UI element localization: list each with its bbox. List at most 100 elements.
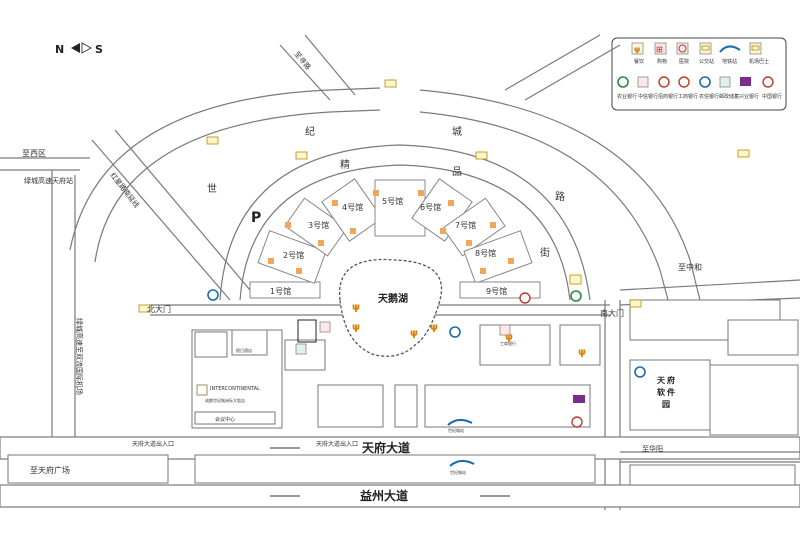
dining-icon-1: ψ bbox=[352, 302, 360, 313]
cib-icon-south bbox=[573, 395, 585, 403]
hall-4[interactable] bbox=[321, 178, 383, 242]
software-park-char-2: 府 bbox=[667, 375, 675, 385]
hall-7[interactable] bbox=[442, 197, 506, 257]
hall-9[interactable] bbox=[459, 281, 541, 299]
compass-arrow-outline-icon bbox=[81, 42, 92, 54]
boc-bank-icon bbox=[762, 76, 774, 88]
legend-abc-label: 农业银行 bbox=[617, 93, 637, 100]
cmb-icon-center bbox=[519, 292, 531, 304]
software-park-char-5: 园 bbox=[662, 400, 670, 409]
road-yizhou-avenue: 益州大道 bbox=[360, 488, 408, 503]
arch-gate-icon bbox=[297, 319, 317, 343]
hall-3[interactable] bbox=[284, 197, 348, 257]
dining-icon-2: ψ bbox=[352, 322, 360, 333]
software-park-char-4: 件 bbox=[667, 387, 675, 397]
road-airport: 绿城高速至双流国际机场 bbox=[75, 318, 84, 395]
shopping-cart-glyph: ⊞ bbox=[656, 45, 663, 54]
lake-label: 天鹅湖 bbox=[378, 292, 408, 305]
shopping-cart-icon bbox=[654, 42, 667, 55]
hall-6-label: 6号馆 bbox=[420, 202, 441, 212]
road-char-ji: 纪 bbox=[305, 126, 315, 138]
legend-hospital-label: 医院 bbox=[679, 58, 689, 65]
legend-bus-label: 公交站 bbox=[699, 58, 714, 65]
legend-dining-label: 餐饮 bbox=[634, 58, 644, 65]
bus-stop-icon-8 bbox=[569, 274, 582, 285]
bus-stop-icon-1 bbox=[384, 79, 397, 88]
software-park: 天 府 软 件 园 bbox=[629, 359, 711, 431]
road-char-pin: 品 bbox=[452, 166, 462, 178]
intercontinental-cn: 成都世纪城洲际大饭店 bbox=[205, 397, 245, 403]
subway-label-2: 世纪城站 bbox=[450, 469, 466, 475]
icbc-bank-icon bbox=[678, 76, 690, 88]
hall-2-label: 2号馆 bbox=[283, 250, 304, 260]
bank-label-center: 工商银行 bbox=[500, 340, 516, 346]
bus-stop-icon-4 bbox=[475, 151, 488, 160]
hospital-icon bbox=[676, 42, 689, 55]
bus-stop-icon-3 bbox=[295, 151, 308, 160]
road-network bbox=[0, 34, 800, 510]
tianfu-entrance-1: 天府大道出入口 bbox=[132, 440, 174, 448]
road-char-jing: 精 bbox=[340, 158, 350, 171]
poi-icons: 工商银行 世纪城站 世纪城站 P ψ ψ ψ ψ ψ ψ bbox=[138, 79, 750, 475]
dining-icon-6: ψ bbox=[578, 347, 586, 358]
road-char-cheng: 城 bbox=[452, 126, 462, 138]
subway-icon-2 bbox=[449, 460, 475, 467]
subway-icon-1 bbox=[447, 419, 473, 426]
subway-label-1: 世纪城站 bbox=[448, 427, 464, 433]
boc-icon-south bbox=[571, 416, 583, 428]
citic-icon-center bbox=[499, 324, 511, 336]
bus-stop-icon bbox=[699, 42, 712, 55]
hall-1-label: 1号馆 bbox=[270, 286, 291, 296]
tianfu-entrance-2: 天府大道出入口 bbox=[316, 440, 358, 448]
citic-bank-icon bbox=[637, 76, 649, 88]
road-char-lu: 路 bbox=[555, 190, 565, 203]
road-labels: 至寻路 纪 城 世 路 精 品 街 红星路南延线 至西区 绿城高速天府站 至中和… bbox=[22, 50, 702, 503]
fork-knife-glyph: ψ bbox=[634, 45, 640, 54]
bus-stop-icon-2 bbox=[206, 136, 219, 145]
legend-subway-label: 地铁站 bbox=[722, 58, 737, 65]
bank-icon-north bbox=[207, 289, 219, 301]
hall-5-label: 5号馆 bbox=[382, 196, 403, 206]
airport-bus-icon bbox=[749, 42, 762, 55]
hall-3-label: 3号馆 bbox=[308, 220, 329, 230]
postal-bank-icon bbox=[719, 76, 731, 88]
road-zhiyue: 至寻路 bbox=[292, 50, 312, 72]
legend-row-2: 农业银行 中信银行 招商银行 工商银行 农信银行 邮政储蓄 兴业银行 中国银行 bbox=[617, 76, 782, 100]
bus-stop-icon-6 bbox=[138, 304, 151, 313]
legend-rural-label: 农信银行 bbox=[699, 93, 719, 100]
road-zhihuayang: 至华阳 bbox=[642, 444, 663, 453]
compass-south: S bbox=[95, 43, 103, 56]
hotel-complex: 假日酒店 INTERCONTINENTAL 成都世纪城洲际大饭店 会议中心 bbox=[191, 324, 601, 429]
road-char-shi: 世 bbox=[207, 183, 217, 195]
fork-knife-icon bbox=[631, 42, 644, 55]
compass-arrow-icon bbox=[71, 43, 80, 53]
bus-stop-icon-5 bbox=[737, 149, 750, 158]
abc-bank-icon bbox=[617, 76, 629, 88]
rural-credit-icon bbox=[699, 76, 711, 88]
legend-airport-bus-label: 机场巴士 bbox=[749, 58, 769, 65]
road-zhixiqu: 至西区 bbox=[22, 149, 46, 158]
postal-icon-gate bbox=[295, 343, 307, 355]
road-hongxing: 红星路南延线 bbox=[108, 171, 141, 210]
hall-1[interactable] bbox=[249, 281, 321, 299]
shopping-icon-gate bbox=[319, 321, 331, 333]
north-gate-label: 北大门 bbox=[147, 304, 171, 314]
legend-citic-label: 中信银行 bbox=[638, 93, 658, 100]
hall-7-label: 7号馆 bbox=[455, 220, 476, 230]
software-park-char-3: 软 bbox=[657, 387, 665, 397]
legend-shopping-label: 购物 bbox=[657, 58, 667, 65]
hall-5[interactable] bbox=[374, 179, 426, 237]
compass-north: N bbox=[55, 43, 64, 56]
hotel-small-label: 假日酒店 bbox=[236, 347, 252, 353]
legend-cib-label: 兴业银行 bbox=[739, 93, 759, 100]
hall-2[interactable] bbox=[257, 230, 327, 284]
hall-4-label: 4号馆 bbox=[342, 202, 363, 212]
south-gate-label: 南大门 bbox=[600, 308, 624, 318]
hall-8-label: 8号馆 bbox=[475, 248, 496, 258]
tianfu-station-label: 绿城高速天府站 bbox=[24, 176, 73, 185]
road-zhitianfu-square: 至天府广场 bbox=[30, 465, 70, 475]
legend-boc-label: 中国银行 bbox=[762, 93, 782, 100]
hall-9-label: 9号馆 bbox=[486, 286, 507, 296]
road-zhizhonghe: 至中和 bbox=[678, 262, 702, 272]
road-tianfu-avenue: 天府大道 bbox=[362, 440, 410, 455]
